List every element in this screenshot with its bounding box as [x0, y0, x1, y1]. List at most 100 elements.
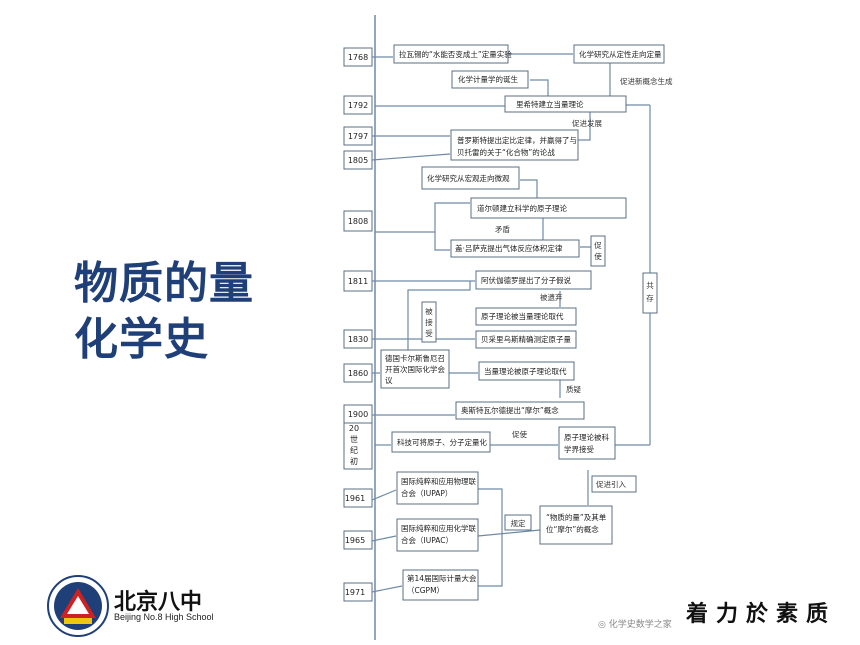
- year-box-1961: 1961: [343, 488, 373, 508]
- svg-text:接: 接: [425, 317, 433, 327]
- event-stoichiometry-birth: 化学计量学的诞生: [451, 70, 529, 89]
- annotation-introduce-box: 促进引入: [591, 475, 637, 493]
- year-box-1860: 1860: [343, 363, 373, 383]
- event-karlsruhe: 德国卡尔斯鲁厄召 开首次国际化学会 议: [380, 349, 450, 389]
- event-iupap: 国际纯粹和应用物理联 合会（IUPAP）: [396, 471, 479, 505]
- svg-text:世: 世: [350, 434, 358, 444]
- annotation-promote-development: 促进发展: [572, 118, 602, 128]
- school-logo: [47, 575, 109, 637]
- year-box-1797: 1797: [343, 126, 373, 146]
- svg-text:贝采里乌斯精确测定原子量: 贝采里乌斯精确测定原子量: [481, 334, 571, 344]
- svg-text:“物质的量”及其单: “物质的量”及其单: [546, 512, 607, 522]
- svg-text:1965: 1965: [345, 536, 365, 545]
- page-title-line-2: 化学史: [74, 314, 209, 365]
- annotation-accepted-box: 被 接 受: [421, 301, 437, 343]
- svg-text:1805: 1805: [348, 156, 368, 165]
- annotation-define-box: 规定: [504, 514, 532, 531]
- svg-text:1768: 1768: [348, 53, 368, 62]
- svg-text:贝托雷的关于“化合物”的论战: 贝托雷的关于“化合物”的论战: [457, 147, 555, 157]
- annotation-promote-2: 促使: [512, 429, 527, 439]
- svg-text:普罗斯特提出定比定律，并赢得了与: 普罗斯特提出定比定律，并赢得了与: [457, 135, 577, 145]
- school-name-en: Beijing No.8 High School: [114, 612, 214, 622]
- svg-text:促: 促: [594, 241, 602, 250]
- svg-text:促进引入: 促进引入: [596, 480, 626, 489]
- svg-text:里希特建立当量理论: 里希特建立当量理论: [516, 99, 584, 109]
- svg-text:受: 受: [425, 328, 433, 338]
- svg-text:1830: 1830: [348, 335, 368, 344]
- event-iupac: 国际纯粹和应用化学联 合会（IUPAC）: [396, 518, 479, 552]
- svg-text:学界接受: 学界接受: [564, 444, 594, 454]
- event-lavoisier: 拉瓦锡的“水能否变成土”定量实验: [393, 44, 512, 64]
- event-macro-to-micro: 化学研究从宏观走向微观: [421, 166, 520, 190]
- year-box-1808: 1808: [343, 210, 373, 232]
- annotation-rejected: 被遗弃: [540, 292, 563, 302]
- page-title-line-1: 物质的量: [74, 258, 254, 309]
- svg-text:规定: 规定: [511, 518, 526, 528]
- wechat-icon: ◎: [598, 620, 606, 630]
- svg-text:1900: 1900: [348, 410, 368, 419]
- svg-text:化学研究从宏观走向微观: 化学研究从宏观走向微观: [427, 173, 510, 183]
- svg-text:原子理论被当量理论取代: 原子理论被当量理论取代: [481, 311, 564, 321]
- annotation-contradiction: 矛盾: [495, 224, 510, 234]
- event-tech-quantify: 科技可将原子、分子定量化: [391, 431, 491, 453]
- svg-text:1797: 1797: [348, 132, 368, 141]
- year-box-1768: 1768: [343, 47, 373, 67]
- svg-text:科技可将原子、分子定量化: 科技可将原子、分子定量化: [397, 437, 487, 447]
- svg-text:化学计量学的诞生: 化学计量学的诞生: [458, 74, 518, 84]
- svg-text:德国卡尔斯鲁厄召: 德国卡尔斯鲁厄召: [385, 353, 445, 363]
- svg-text:奥斯特瓦尔德提出“摩尔”概念: 奥斯特瓦尔德提出“摩尔”概念: [461, 405, 559, 415]
- year-box-1805: 1805: [343, 150, 373, 170]
- svg-text:1792: 1792: [348, 101, 368, 110]
- year-box-1900: 1900: [343, 404, 373, 424]
- slogan-calligraphy: 着力於素质: [686, 601, 837, 627]
- year-box-1965: 1965: [343, 530, 373, 550]
- year-box-1792: 1792: [343, 95, 373, 115]
- event-dalton: 道尔顿建立科学的原子理论: [470, 197, 627, 219]
- event-richter-equivalence: 里希特建立当量理论: [504, 95, 627, 113]
- year-box-20th-century: 20 世 纪 初: [343, 422, 373, 470]
- svg-text:初: 初: [350, 456, 358, 466]
- event-avogadro: 阿伏伽德罗提出了分子假说: [475, 270, 592, 290]
- svg-text:化学研究从定性走向定量: 化学研究从定性走向定量: [579, 49, 662, 59]
- event-amount-of-substance: “物质的量”及其单 位“摩尔”的概念: [539, 505, 613, 545]
- svg-text:开首次国际化学会: 开首次国际化学会: [385, 364, 445, 374]
- svg-text:1808: 1808: [348, 217, 368, 226]
- svg-text:盖·吕萨克提出气体反应体积定律: 盖·吕萨克提出气体反应体积定律: [455, 243, 563, 253]
- svg-text:20: 20: [349, 424, 359, 433]
- svg-text:位“摩尔”的概念: 位“摩尔”的概念: [546, 524, 599, 534]
- watermark-text: ◎ 化学史数学之家: [598, 620, 672, 630]
- svg-text:使: 使: [594, 251, 602, 261]
- svg-text:国际纯粹和应用化学联: 国际纯粹和应用化学联: [401, 523, 476, 533]
- svg-text:国际纯粹和应用物理联: 国际纯粹和应用物理联: [401, 476, 476, 486]
- annotation-promote-new-concept: 促进新概念生成: [620, 76, 673, 86]
- svg-text:1971: 1971: [345, 588, 365, 597]
- svg-text:共: 共: [646, 281, 654, 290]
- svg-text:合会（IUPAP）: 合会（IUPAP）: [401, 488, 452, 498]
- svg-text:（CGPM）: （CGPM）: [407, 586, 444, 595]
- annotation-coexist-box: 共 存: [642, 272, 658, 314]
- svg-text:1811: 1811: [348, 277, 368, 286]
- event-qualitative-to-quantitative: 化学研究从定性走向定量: [573, 44, 665, 64]
- event-berzelius: 贝采里乌斯精确测定原子量: [475, 330, 577, 349]
- year-box-1971: 1971: [343, 582, 373, 602]
- svg-text:拉瓦锡的“水能否变成土”定量实验: 拉瓦锡的“水能否变成土”定量实验: [399, 49, 512, 59]
- svg-text:阿伏伽德罗提出了分子假说: 阿伏伽德罗提出了分子假说: [481, 275, 571, 285]
- svg-text:道尔顿建立科学的原子理论: 道尔顿建立科学的原子理论: [477, 203, 567, 213]
- svg-text:存: 存: [646, 293, 654, 303]
- event-ostwald: 奥斯特瓦尔德提出“摩尔”概念: [455, 401, 585, 420]
- annotation-questioned: 质疑: [566, 384, 581, 394]
- event-equivalence-replaced: 当量理论被原子理论取代: [478, 361, 575, 381]
- svg-text:原子理论被科: 原子理论被科: [564, 432, 609, 442]
- svg-text:被: 被: [425, 306, 433, 316]
- svg-text:1860: 1860: [348, 369, 368, 378]
- event-atomic-replaced: 原子理论被当量理论取代: [475, 307, 577, 326]
- svg-text:议: 议: [385, 376, 393, 385]
- event-atomic-accepted: 原子理论被科 学界接受: [558, 426, 616, 460]
- svg-text:第14届国际计量大会: 第14届国际计量大会: [407, 573, 477, 583]
- year-box-1811: 1811: [343, 270, 373, 292]
- svg-text:当量理论被原子理论取代: 当量理论被原子理论取代: [484, 366, 567, 376]
- annotation-promote-box: 促 使: [590, 235, 606, 267]
- svg-text:纪: 纪: [350, 445, 358, 455]
- event-proust: 普罗斯特提出定比定律，并赢得了与 贝托雷的关于“化合物”的论战: [450, 129, 579, 161]
